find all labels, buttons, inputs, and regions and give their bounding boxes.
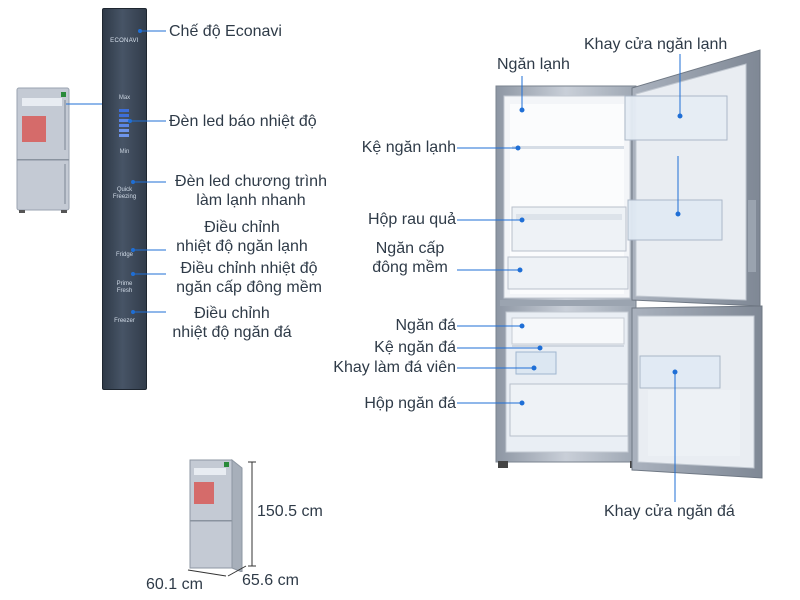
prime-fresh-button[interactable]: Prime Fresh — [116, 281, 133, 294]
fridge-cabinet — [495, 85, 640, 468]
callout-ice-tray: Khay làm đá viên — [333, 359, 456, 376]
fridge-door-lower — [631, 305, 763, 479]
callout-crisper: Hộp rau quả — [367, 211, 456, 228]
callout-freezer-box: Hộp ngăn đá — [364, 395, 456, 412]
callout-temperature-led: Đèn led báo nhiệt độ — [169, 113, 317, 130]
dimension-depth: 65.6 cm — [242, 572, 299, 589]
callout-fridge-shelf: Kệ ngăn lạnh — [361, 139, 456, 156]
max-label: Max — [118, 95, 131, 101]
callout-freezer-door-tray: Khay cửa ngăn đá — [604, 503, 735, 520]
callout-soft-freeze: Ngăn cấp đông mềm — [372, 240, 448, 276]
dimension-width: 60.1 cm — [146, 576, 203, 593]
callout-quick-cool-led: Đèn led chương trình làm lạnh nhanh — [175, 173, 327, 209]
temperature-led-bars — [119, 109, 129, 143]
callout-fridge-compartment: Ngăn lạnh — [497, 56, 570, 73]
control-panel: ECONAVI Max Min Quick Freezing Fridge Pr… — [102, 8, 147, 390]
min-label: Min — [119, 149, 130, 155]
quick-freezing-button[interactable]: Quick Freezing — [112, 187, 137, 200]
fridge-thumbnail — [14, 86, 72, 214]
econavi-brand: ECONAVI — [110, 38, 139, 44]
freezer-button[interactable]: Freezer — [114, 318, 135, 324]
dimension-fridge-image — [186, 458, 246, 573]
callout-freezer-compartment: Ngăn đá — [395, 317, 457, 334]
fridge-button[interactable]: Fridge — [115, 252, 133, 258]
dimension-height: 150.5 cm — [257, 503, 323, 520]
fridge-door-upper — [624, 49, 761, 307]
callout-fridge-door-tray: Khay cửa ngăn lạnh — [584, 36, 728, 53]
callout-fridge-temp: Điều chỉnh nhiệt độ ngăn lạnh — [176, 219, 308, 255]
callout-freezer-shelf: Kệ ngăn đá — [374, 339, 456, 356]
callout-soft-freeze-temp: Điều chỉnh nhiệt độ ngăn cấp đông mềm — [176, 260, 322, 296]
callout-freezer-temp: Điều chỉnh nhiệt độ ngăn đá — [172, 305, 292, 341]
callout-econavi-mode: Chế độ Econavi — [169, 23, 282, 40]
